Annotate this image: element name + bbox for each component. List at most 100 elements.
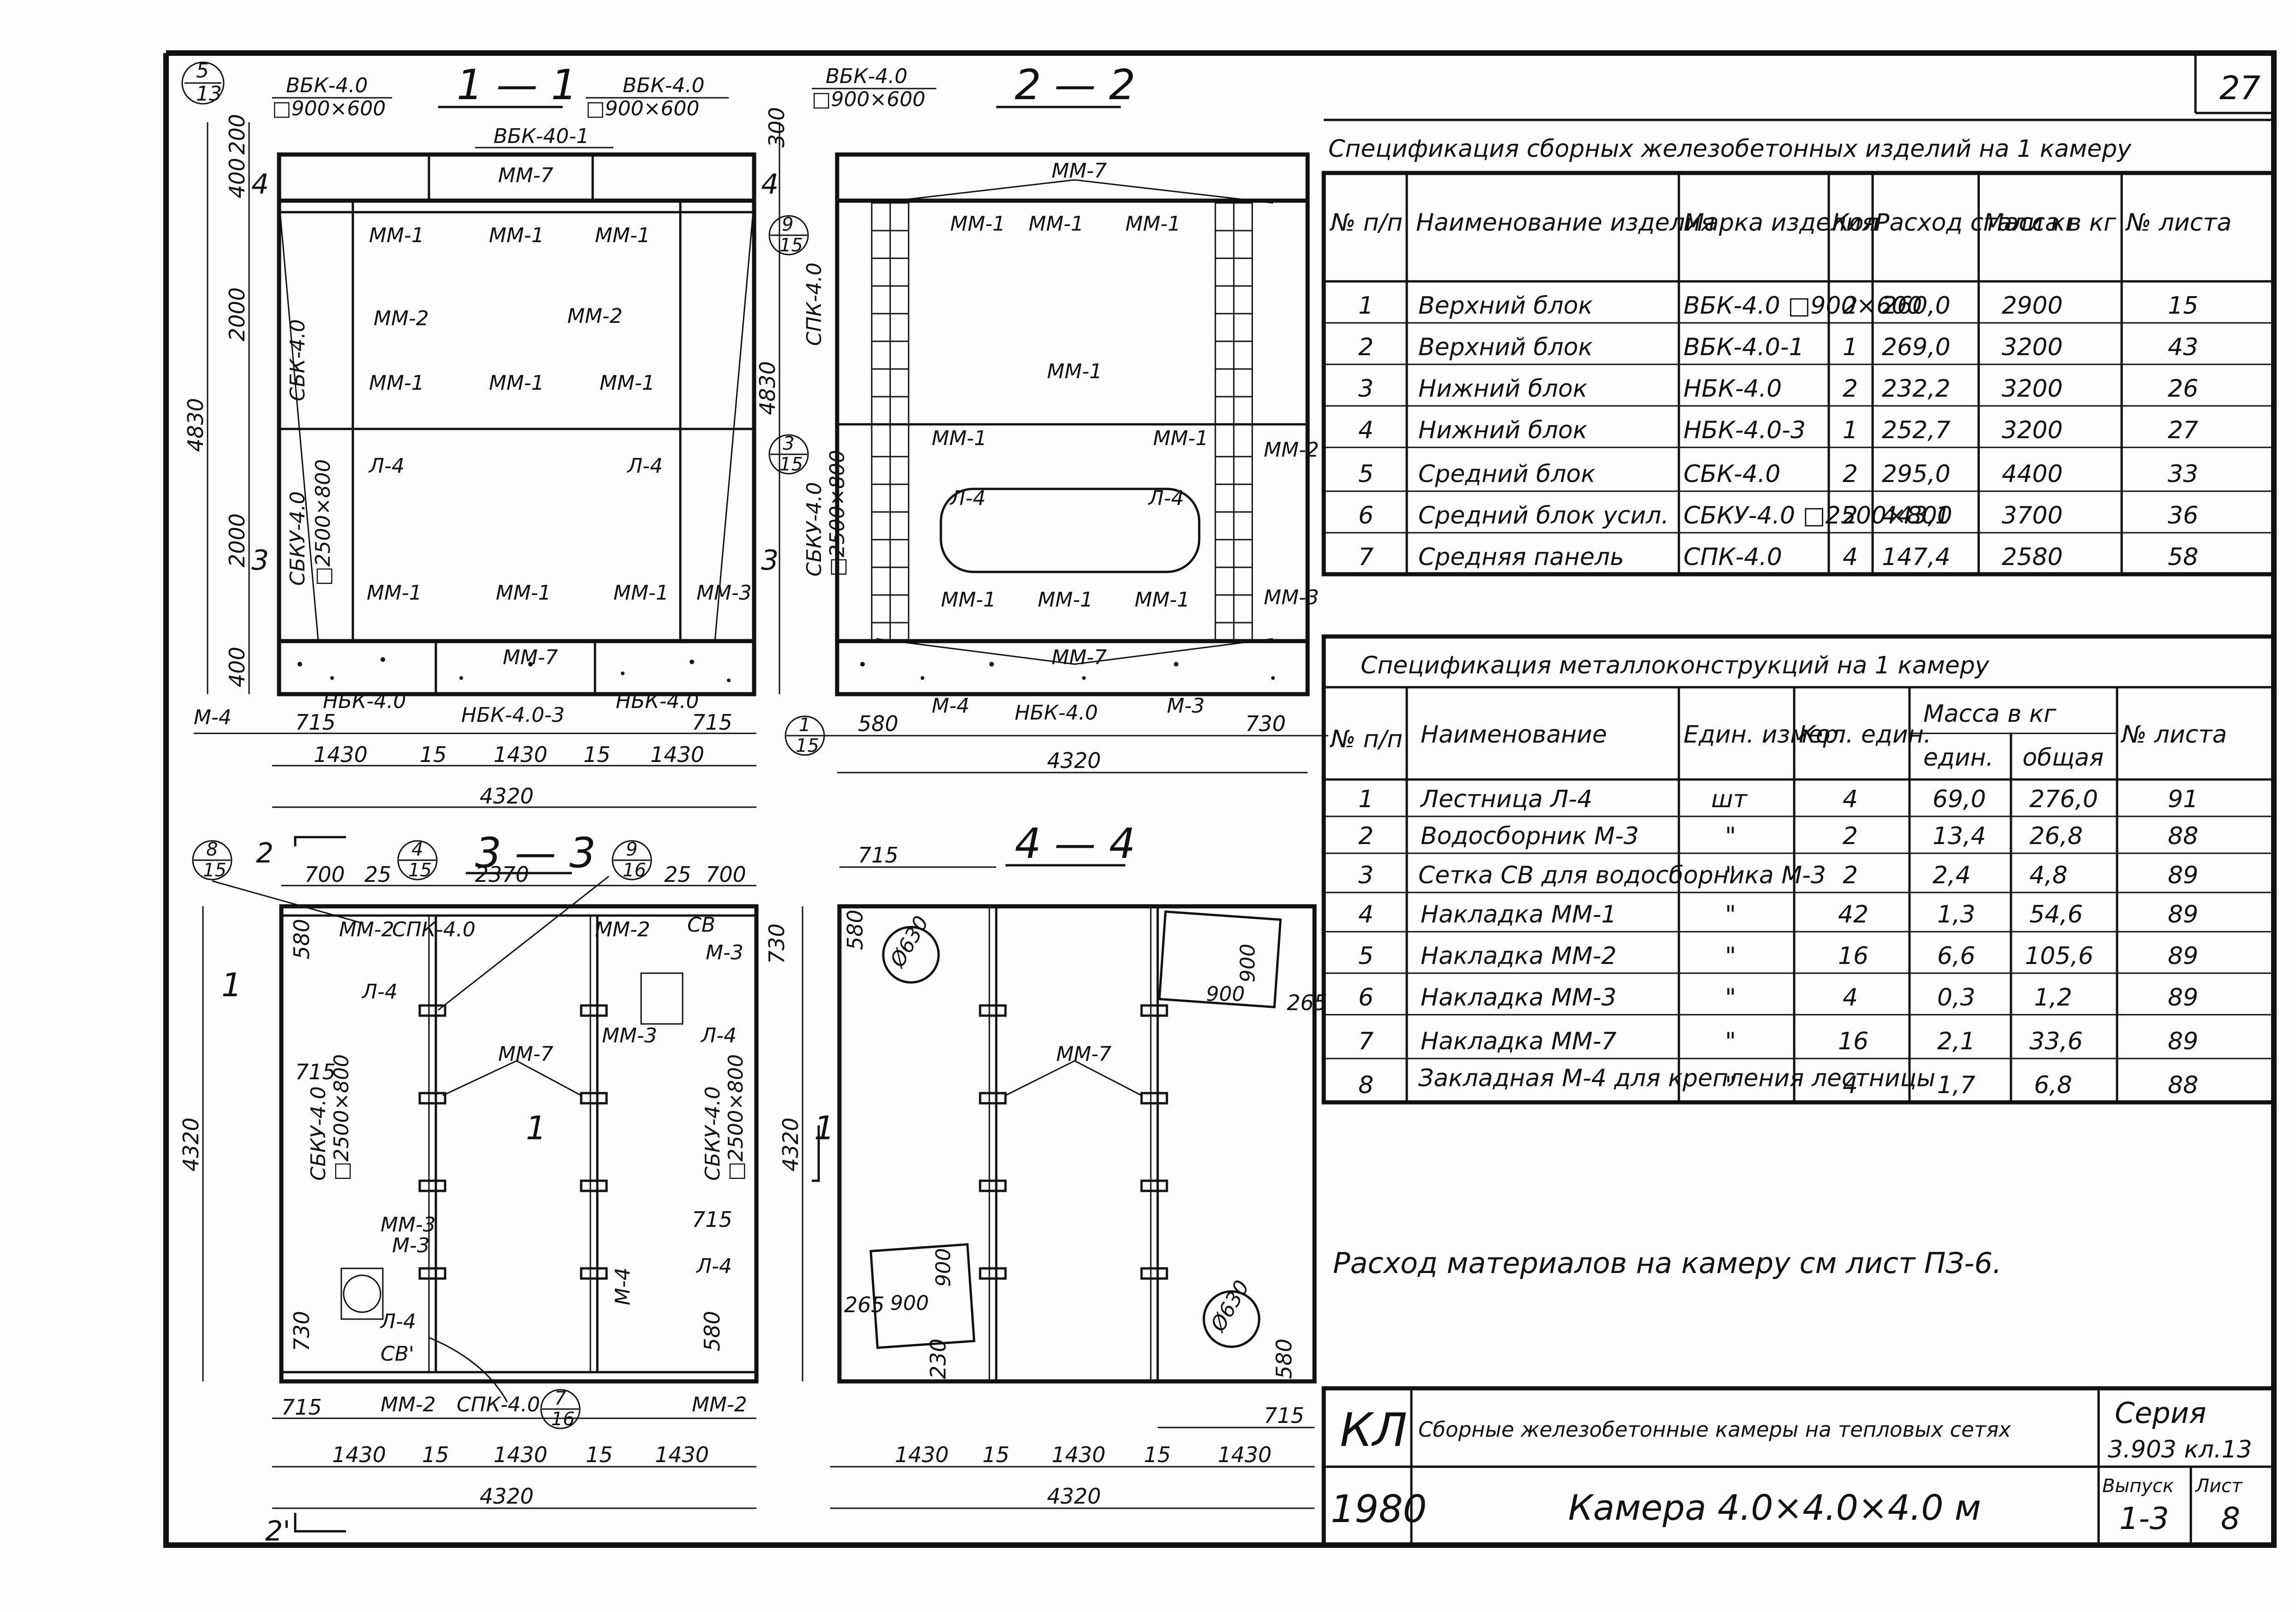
t1-r5-mass: 4400 <box>2002 460 2063 488</box>
t2-h-sheet: № листа <box>2120 721 2227 749</box>
label-mm1-a: ММ-1 <box>369 224 424 247</box>
label-sbku-22: СБКУ-4.0 <box>803 482 826 577</box>
t1-h-mark: Марка изделия <box>1683 209 1876 237</box>
label-sbku-dim: □2500×800 <box>311 459 335 586</box>
t2-h-qty: Кол. един. <box>1799 721 1931 749</box>
label-m4-33: М-4 <box>611 1267 635 1305</box>
cut-mark-1-left: 1 <box>221 966 242 1004</box>
hdim-15-a: 15 <box>420 742 447 767</box>
label-spk-33b: СПК-4.0 <box>457 1393 540 1416</box>
label-mm1-22i: ММ-1 <box>1135 588 1190 612</box>
t1-r3-steel: 232,2 <box>1882 375 1951 403</box>
label-l4-b: Л-4 <box>626 454 663 478</box>
section-title-2-2: 2 — 2 <box>1015 61 1136 109</box>
t2-r2-name: Водосборник М-3 <box>1421 822 1639 850</box>
label-mm1-i: ММ-1 <box>613 581 669 605</box>
t1-r5-num: 5 <box>1358 460 1374 488</box>
table-metal-structures: Спецификация металлоконструкций на 1 кам… <box>1321 634 2276 1105</box>
callout-bottom-33-sheet: 16 <box>551 1409 575 1430</box>
dim-33-25a: 25 <box>364 862 392 887</box>
t2-r6-sheet: 89 <box>2168 984 2198 1011</box>
dim-44-15a: 15 <box>982 1442 1010 1467</box>
label-l4-33a: Л-4 <box>361 980 398 1004</box>
t2-r3-qty: 2 <box>1843 862 1858 889</box>
vdim-2000-b: 2000 <box>225 513 250 567</box>
label-sbku-33a-dim: □2500×800 <box>330 1054 353 1181</box>
dim-33-715c: 715 <box>281 1395 322 1420</box>
label-mm3-22: ММ-3 <box>1264 586 1319 609</box>
vdim-4830-22: 4830 <box>755 361 780 415</box>
vdim-200: 200 <box>225 114 250 155</box>
t2-r4-sheet: 89 <box>2168 901 2198 928</box>
label-nbk-c: НБК-4.0 <box>616 690 699 713</box>
t1-r4-qty: 1 <box>1843 416 1858 444</box>
t1-row-5: 5 Средний блок СБК-4.0 2 295,0 4400 33 <box>1358 460 2198 488</box>
t2-r1-total: 276,0 <box>2029 785 2098 813</box>
t2-r5-unit: " <box>1725 942 1736 970</box>
callout-33-a-sheet: 15 <box>203 860 226 881</box>
t1-r5-name: Средний блок <box>1418 460 1595 488</box>
dim-44-715b: 715 <box>1264 1403 1304 1428</box>
t1-r4-steel: 252,7 <box>1882 416 1951 444</box>
label-mm7-bottom: ММ-7 <box>503 646 558 669</box>
t1-r2-steel: 269,0 <box>1882 333 1951 361</box>
hdim-715-left: 715 <box>295 710 336 735</box>
table-precast-elements: Спецификация сборных железобетонных изде… <box>1321 119 2276 577</box>
hdim-1430-c: 1430 <box>650 742 704 767</box>
t1-row-1: 1 Верхний блок ВБК-4.0 □900×600 2 260,0 … <box>1358 292 2198 320</box>
t1-r6-steel: 443,1 <box>1882 502 1951 529</box>
t1-r7-mark: СПК-4.0 <box>1683 543 1782 571</box>
t1-r4-num: 4 <box>1358 416 1374 444</box>
label-mm1-22d: ММ-1 <box>1047 360 1102 383</box>
dim-33-580a: 580 <box>289 919 314 959</box>
t2-r4-qty: 42 <box>1838 901 1868 928</box>
t2-r6-unit: " <box>1725 984 1736 1011</box>
t1-r6-num: 6 <box>1358 502 1374 529</box>
dim-33-715a: 715 <box>295 1059 336 1084</box>
t2-r8-num: 8 <box>1358 1071 1374 1099</box>
dim-33-25b: 25 <box>664 862 691 887</box>
label-mm1-22a: ММ-1 <box>950 212 1005 236</box>
hdim-4320: 4320 <box>480 784 534 809</box>
t2-r6-qty: 4 <box>1843 984 1858 1011</box>
section-title-3-3: 3 — 3 <box>475 829 596 877</box>
dim-44-1430b: 1430 <box>1052 1442 1106 1467</box>
t2-row-6: 6 Накладка ММ-3 " 4 0,3 1,2 89 <box>1358 984 2198 1011</box>
t2-r5-mass: 6,6 <box>1937 942 1975 970</box>
t2-r1-mass: 69,0 <box>1933 785 1986 813</box>
t1-r1-num: 1 <box>1358 292 1374 320</box>
t1-r4-mass: 3200 <box>2002 416 2063 444</box>
label-nbk-a: НБК-4.0 <box>323 690 406 713</box>
label-900-d: 900 <box>890 1291 929 1315</box>
label-mm2-b: ММ-2 <box>567 304 623 328</box>
label-mm1-22h: ММ-1 <box>1038 588 1093 612</box>
hdim-1430-b: 1430 <box>494 742 547 767</box>
dim-33-4320-h: 4320 <box>480 1484 534 1509</box>
label-l4-33d: Л-4 <box>696 1255 732 1278</box>
label-mm3-33a: ММ-3 <box>602 1024 657 1047</box>
section-1-1: 1 — 1 5 13 ВБК-4.0 □900×600 ВБК-4.0 □900… <box>181 59 809 809</box>
sheet-number: 27 <box>2219 69 2260 107</box>
t1-h-sheet: № листа <box>2125 209 2231 237</box>
label-vbk-top: ВБК-4.0 <box>826 65 907 88</box>
label-mm7-bottom-22: ММ-7 <box>1052 646 1107 669</box>
label-mm1-b: ММ-1 <box>489 224 544 247</box>
title-block: КЛ 1980 Сборные железобетонные камеры на… <box>1321 1386 2276 1547</box>
dim-44-265a: 265 <box>1287 990 1327 1015</box>
cut-mark-4-left: 4 <box>251 168 269 201</box>
label-mm7-33: ММ-7 <box>498 1042 553 1066</box>
label-sbk: СБК-4.0 <box>286 319 309 401</box>
t1-r3-qty: 2 <box>1843 375 1858 403</box>
t2-r1-unit: шт <box>1711 785 1748 813</box>
section-4-4: 4 — 4 ММ-7 Ø630 Ø630 900 900 900 900 715… <box>778 820 1327 1509</box>
t1-r6-mass: 3700 <box>2002 502 2063 529</box>
ladder-left <box>871 202 910 642</box>
t1-r1-mass: 2900 <box>2002 292 2063 320</box>
t1-r3-num: 3 <box>1358 375 1374 403</box>
t2-h-mass: Масса в кг <box>1923 700 2057 728</box>
t1-r7-mass: 2580 <box>2002 543 2063 571</box>
callout-right-2-sheet: 15 <box>779 454 803 475</box>
t2-r7-sheet: 89 <box>2168 1028 2198 1055</box>
tb-title: Камера 4.0×4.0×4.0 м <box>1568 1487 1981 1528</box>
label-mm3-33b: ММ-3 <box>381 1213 436 1237</box>
